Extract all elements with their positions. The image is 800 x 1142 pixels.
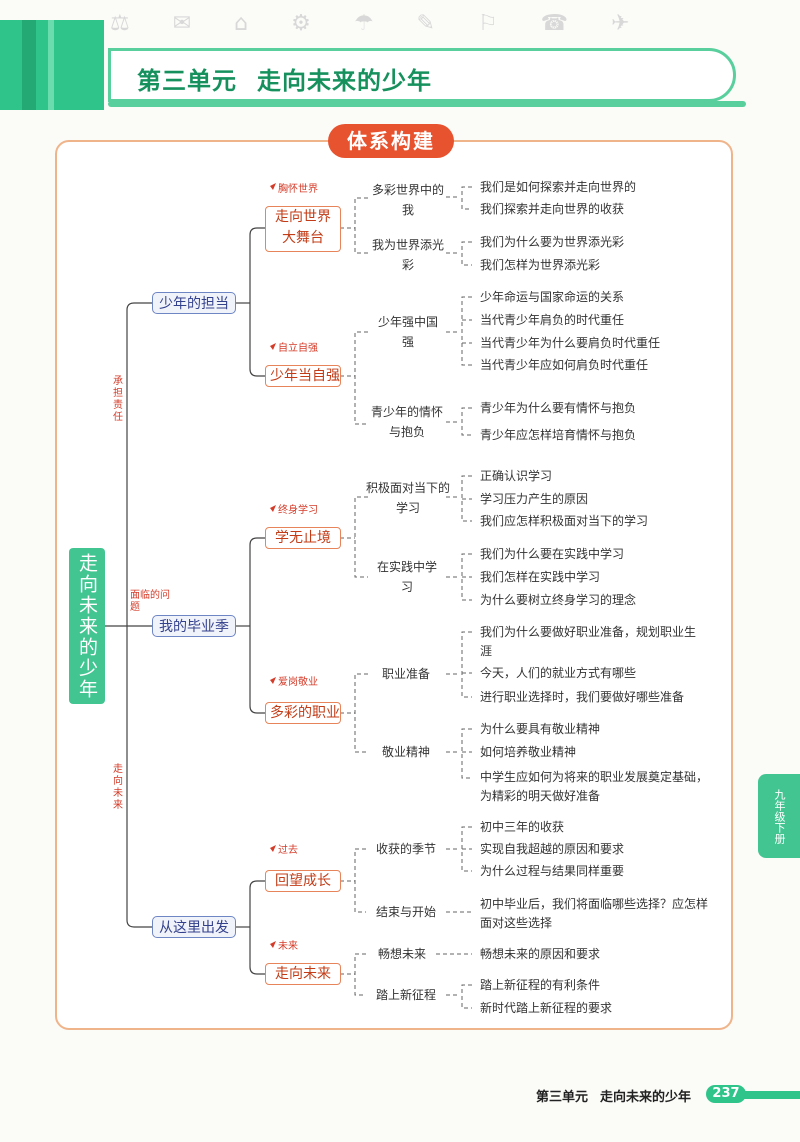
topic-b2: 青少年的情怀与抱负 xyxy=(370,405,443,439)
tag-爱岗敬业: 爱岗敬业 xyxy=(278,677,318,688)
topic-a2: 我为世界添光彩 xyxy=(371,238,444,272)
banner-underline xyxy=(108,101,746,107)
node-回望成长: 回望成长 xyxy=(265,870,341,892)
leaf-item: 青少年为什么要有情怀与抱负 xyxy=(480,401,637,415)
leaf-item: 当代青少年肩负的时代重任 xyxy=(480,313,625,327)
leaf-item: 我们为什么要在实践中学习 xyxy=(480,547,625,561)
leaf-item: 少年命运与国家命运的关系 xyxy=(480,290,625,304)
leaf-item: 畅想未来的原因和要求 xyxy=(480,947,601,961)
topic-e1: 收获的季节 xyxy=(375,842,436,856)
leaf-item: 今天，人们的就业方式有哪些 xyxy=(480,666,637,680)
branch-tag-2: 面临的问题 xyxy=(130,590,170,613)
leaf-item: 中学生应如何为将来的职业发展奠定基础，为精彩的明天做好准备 xyxy=(480,770,709,803)
leaf-item: 初中三年的收获 xyxy=(480,820,565,834)
leaf-item: 为什么要树立终身学习的理念 xyxy=(480,593,637,607)
topic-f1: 畅想未来 xyxy=(377,947,426,961)
banner-tab xyxy=(0,20,104,110)
leaf-item: 学习压力产生的原因 xyxy=(480,492,589,506)
leaf-item: 我们是如何探索并走向世界的 xyxy=(480,180,637,194)
decorative-icon-strip: ⚖ ✉ ⌂ ⚙ ☂ ✎ ⚐ ☎ ✈ xyxy=(110,11,648,36)
leaf-item: 进行职业选择时，我们要做好哪些准备 xyxy=(480,690,685,704)
topic-f2: 踏上新征程 xyxy=(375,988,436,1002)
section-title: 体系构建 xyxy=(328,124,454,158)
node-少年的担当: 少年的担当 xyxy=(152,292,236,314)
leaf-item: 当代青少年应如何肩负时代重任 xyxy=(480,358,649,372)
leaf-item: 正确认识学习 xyxy=(480,469,553,483)
leaf-item: 为什么要具有敬业精神 xyxy=(480,722,601,736)
topic-d2: 敬业精神 xyxy=(381,745,430,759)
leaf-item: 当代青少年为什么要肩负时代重任 xyxy=(480,336,661,350)
leaf-item: 我们怎样在实践中学习 xyxy=(480,570,601,584)
node-从这里出发: 从这里出发 xyxy=(152,916,236,938)
footer-unit-title: 第三单元走向未来的少年 xyxy=(536,1090,692,1105)
grade-side-tab: 九年级下册 xyxy=(758,774,800,858)
leaf-item: 为什么过程与结果同样重要 xyxy=(480,864,625,878)
node-走向未来: 走向未来 xyxy=(265,963,341,985)
leaf-item: 新时代踏上新征程的要求 xyxy=(480,1001,613,1015)
node-学无止境: 学无止境 xyxy=(265,527,341,549)
leaf-item: 我们为什么要为世界添光彩 xyxy=(480,235,625,249)
node-少年当自强: 少年当自强 xyxy=(265,365,341,387)
tag-过去: 过去 xyxy=(278,845,298,856)
tag-自立自强: 自立自强 xyxy=(278,343,318,354)
tag-未来: 未来 xyxy=(278,941,298,952)
topic-a1: 多彩世界中的我 xyxy=(371,183,444,217)
leaf-item: 我们为什么要做好职业准备，规划职业生涯 xyxy=(480,625,697,658)
topic-e2: 结束与开始 xyxy=(375,905,436,919)
leaf-item: 实现自我超越的原因和要求 xyxy=(480,842,625,856)
branch-tag-1: 承担责任 xyxy=(113,376,123,423)
unit-banner: 第三单元走向未来的少年 xyxy=(108,48,736,102)
tag-终身学习: 终身学习 xyxy=(278,505,318,516)
unit-title: 第三单元走向未来的少年 xyxy=(137,67,432,95)
leaf-item: 踏上新征程的有利条件 xyxy=(480,978,601,992)
leaf-item: 我们探索并走向世界的收获 xyxy=(480,202,625,216)
leaf-item: 青少年应怎样培育情怀与抱负 xyxy=(480,428,637,442)
topic-b1: 少年强中国强 xyxy=(377,315,438,349)
leaf-item: 如何培养敬业精神 xyxy=(480,745,577,759)
topic-d1: 职业准备 xyxy=(381,667,430,681)
mindmap-frame xyxy=(55,140,733,1030)
topic-c1: 积极面对当下的学习 xyxy=(366,481,451,515)
root-node: 走向未来的少年 xyxy=(69,548,105,704)
branch-tag-3: 走向未来 xyxy=(113,764,123,811)
footer-bar xyxy=(740,1091,800,1099)
topic-c2: 在实践中学习 xyxy=(376,560,437,594)
node-多彩的职业: 多彩的职业 xyxy=(265,702,341,724)
page-number: 237 xyxy=(706,1085,746,1103)
leaf-item: 初中毕业后，我们将面临哪些选择？应怎样面对这些选择 xyxy=(480,897,709,930)
node-我的毕业季: 我的毕业季 xyxy=(152,615,236,637)
leaf-item: 我们应怎样积极面对当下的学习 xyxy=(480,514,649,528)
leaf-item: 我们怎样为世界添光彩 xyxy=(480,258,601,272)
node-走向世界大舞台: 走向世界大舞台 xyxy=(265,206,341,252)
tag-胸怀世界: 胸怀世界 xyxy=(278,184,318,195)
